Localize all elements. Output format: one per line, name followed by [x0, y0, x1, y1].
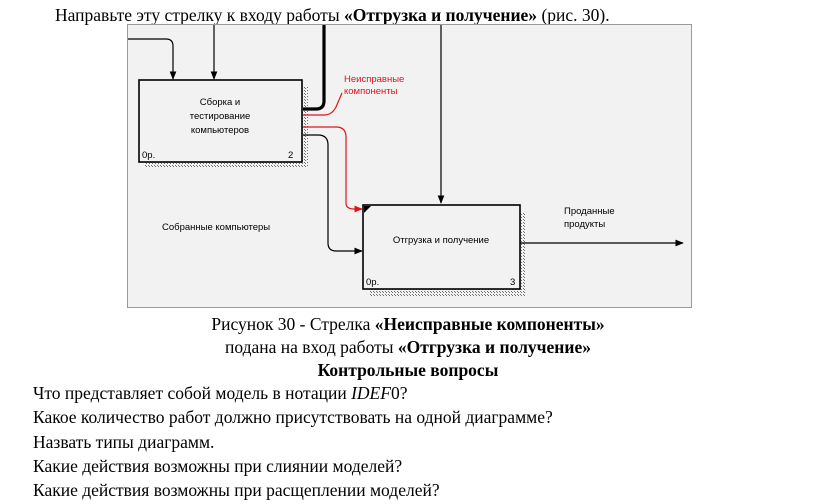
box1-line-3: компьютеров — [191, 125, 249, 136]
intro-text: Направьте эту стрелку к входу работы «От… — [55, 4, 610, 26]
box2-ref: 0р. — [366, 277, 379, 288]
box1-line-1: Сборка и — [200, 97, 240, 108]
question-5: Какие действия возможны при расщеплении … — [33, 480, 440, 500]
sold-products-label-2: продукты — [564, 219, 605, 230]
faulty-components-arrow-up[interactable] — [303, 92, 343, 116]
question-4: Какие действия возможны при слиянии моде… — [33, 456, 403, 476]
box2-label: Отгрузка и получение — [393, 235, 489, 246]
question-3: Назвать типы диаграмм. — [33, 432, 215, 452]
figure-caption-line-2: подана на вход работы «Отгрузка и получе… — [0, 336, 816, 358]
activity-box-shipping[interactable]: Отгрузка и получение 0р. 3 — [362, 204, 521, 290]
question-1-prefix: Что представляет собой модель в нотации — [33, 383, 352, 403]
figure-caption-line-1: Рисунок 30 - Стрелка «Неисправные компон… — [0, 313, 816, 335]
caption-bold-1: «Неисправные компоненты» — [374, 314, 605, 334]
question-1-italic: IDEF — [351, 383, 391, 403]
input-arrow-left[interactable] — [128, 38, 177, 80]
question-1-suffix: 0? — [390, 383, 408, 403]
question-2: Какое количество работ должно присутство… — [33, 407, 553, 427]
faulty-label-2: компоненты — [344, 86, 398, 97]
intro-bold-title: «Отгрузка и получение» — [343, 5, 538, 25]
questions-heading-text: Контрольные вопросы — [317, 360, 499, 380]
faulty-label-1: Неисправные — [344, 74, 404, 85]
selected-arrow-thick[interactable] — [303, 25, 326, 111]
caption-prefix-2: подана на вход работы — [225, 337, 398, 357]
idef0-diagram: Сборка и тестирование компьютеров 0р. 2 … — [127, 24, 692, 308]
faulty-components-arrow[interactable] — [303, 126, 363, 213]
intro-prefix: Направьте эту стрелку к входу работы — [55, 5, 344, 25]
question-1: Что представляет собой модель в нотации … — [33, 382, 407, 404]
box2-number: 3 — [510, 277, 515, 288]
box1-line-2: тестирование — [190, 111, 251, 122]
questions-heading: Контрольные вопросы — [0, 359, 816, 381]
diagram-canvas: Сборка и тестирование компьютеров 0р. 2 … — [128, 25, 684, 296]
assembled-computers-label: Собранные компьютеры — [162, 222, 270, 233]
sold-products-label-1: Проданные — [564, 206, 615, 217]
caption-prefix-1: Рисунок 30 - Стрелка — [211, 314, 375, 334]
caption-bold-2: «Отгрузка и получение» — [397, 337, 591, 357]
box1-ref: 0р. — [142, 150, 155, 161]
box1-number: 2 — [288, 150, 293, 161]
activity-box-assembly[interactable]: Сборка и тестирование компьютеров 0р. 2 — [138, 79, 303, 163]
assembled-computers-arrow[interactable] — [303, 134, 363, 255]
intro-suffix: (рис. 30). — [537, 5, 610, 25]
